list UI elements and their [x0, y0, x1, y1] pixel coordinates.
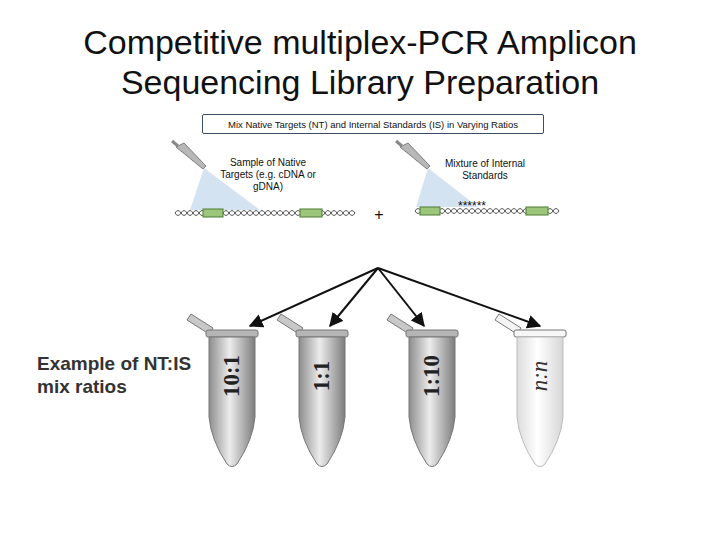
title: Competitive multiplex-PCR Amplicon Seque… — [50, 22, 670, 102]
ratio-label: 10:1 — [219, 355, 245, 397]
tube-rim — [206, 330, 258, 337]
tube-body — [409, 337, 455, 467]
dna-strand — [415, 207, 559, 215]
tube-outline — [269, 312, 351, 472]
mutation-marks: ****** — [458, 199, 508, 213]
tube: 1:10 — [379, 312, 461, 472]
tube-rim — [514, 330, 566, 337]
tube-body — [517, 337, 563, 467]
tube-rim — [406, 330, 458, 337]
instruction-box: Mix Native Targets (NT) and Internal Sta… — [202, 114, 544, 134]
plus-sign: + — [372, 205, 386, 224]
tube: 10:1 — [179, 312, 261, 472]
sample-label: Sample of Native Targets (e.g. cDNA or g… — [214, 157, 322, 193]
mixture-label: Mixture of Internal Standards — [437, 158, 533, 182]
tube-body — [299, 337, 345, 467]
tube-outline — [487, 312, 569, 472]
ratio-label: 1:1 — [309, 361, 335, 392]
tube-rim — [296, 330, 348, 337]
tube: n:n — [487, 312, 569, 472]
tube-body — [209, 337, 255, 467]
instruction-text: Mix Native Targets (NT) and Internal Sta… — [228, 119, 518, 130]
dna-strand — [175, 209, 355, 217]
ratio-label: n:n — [527, 361, 553, 392]
ratio-caption: Example of NT:IS mix ratios — [37, 352, 195, 398]
ratio-label: 1:10 — [419, 355, 445, 397]
tube: 1:1 — [269, 312, 351, 472]
